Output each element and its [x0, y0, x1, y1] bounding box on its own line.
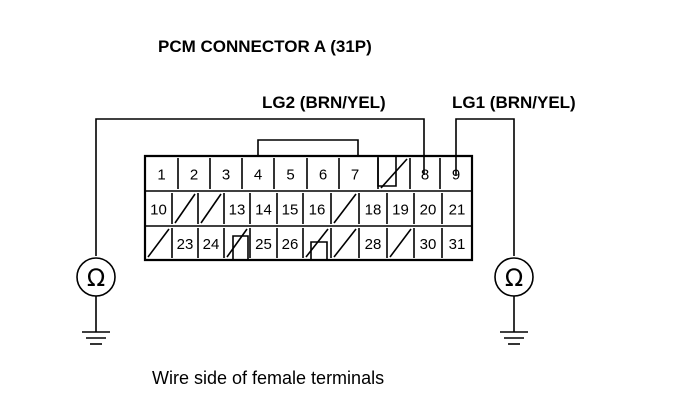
terminal-3: 3: [222, 167, 230, 184]
wire-label-lg2: LG2 (BRN/YEL): [262, 93, 386, 112]
terminal-8: 8: [421, 167, 429, 184]
terminal-30: 30: [420, 236, 437, 253]
terminal-15: 15: [282, 202, 299, 219]
right-ohmmeter: Ω: [455, 118, 534, 345]
terminal-23: 23: [177, 236, 194, 253]
terminal-24: 24: [203, 236, 220, 253]
empty-cavity-slash: [380, 158, 408, 189]
terminal-4: 4: [254, 167, 262, 184]
empty-cavity-slash: [333, 228, 357, 258]
terminal-25: 25: [255, 236, 272, 253]
terminal-18: 18: [365, 202, 382, 219]
empty-cavity-slash: [333, 193, 357, 224]
terminal-26: 26: [282, 236, 299, 253]
terminal-5: 5: [286, 167, 294, 184]
terminal-20: 20: [420, 202, 437, 219]
terminal-31: 31: [449, 236, 466, 253]
terminal-21: 21: [449, 202, 466, 219]
connector-latch: [257, 139, 359, 156]
terminal-2: 2: [190, 167, 198, 184]
terminal-14: 14: [255, 202, 272, 219]
terminal-16: 16: [309, 202, 326, 219]
left-ohmmeter: Ω: [76, 118, 425, 345]
terminal-28: 28: [365, 236, 382, 253]
lg2-probe-wire: [95, 118, 425, 256]
diagram-title: PCM CONNECTOR A (31P): [158, 37, 372, 56]
terminal-6: 6: [319, 167, 327, 184]
ohm-symbol-left: Ω: [87, 264, 105, 292]
terminal-10: 10: [150, 202, 167, 219]
empty-cavity-slash: [147, 228, 170, 258]
key-notch-bottom-left: [232, 235, 249, 260]
terminal-1: 1: [157, 167, 165, 184]
empty-cavity-slash: [305, 228, 329, 258]
terminal-13: 13: [229, 202, 246, 219]
terminal-19: 19: [392, 202, 409, 219]
terminal-7: 7: [351, 167, 359, 184]
diagram-caption: Wire side of female terminals: [152, 368, 384, 388]
empty-cavity-slash: [226, 228, 248, 258]
key-notch-bottom-right: [310, 241, 328, 260]
lg1-probe-wire: [455, 118, 515, 256]
empty-cavity-slash: [200, 193, 222, 224]
ohm-symbol-right: Ω: [505, 264, 523, 292]
empty-cavity-slash: [389, 228, 412, 258]
empty-cavity-slash: [174, 193, 196, 224]
wire-label-lg1: LG1 (BRN/YEL): [452, 93, 576, 112]
